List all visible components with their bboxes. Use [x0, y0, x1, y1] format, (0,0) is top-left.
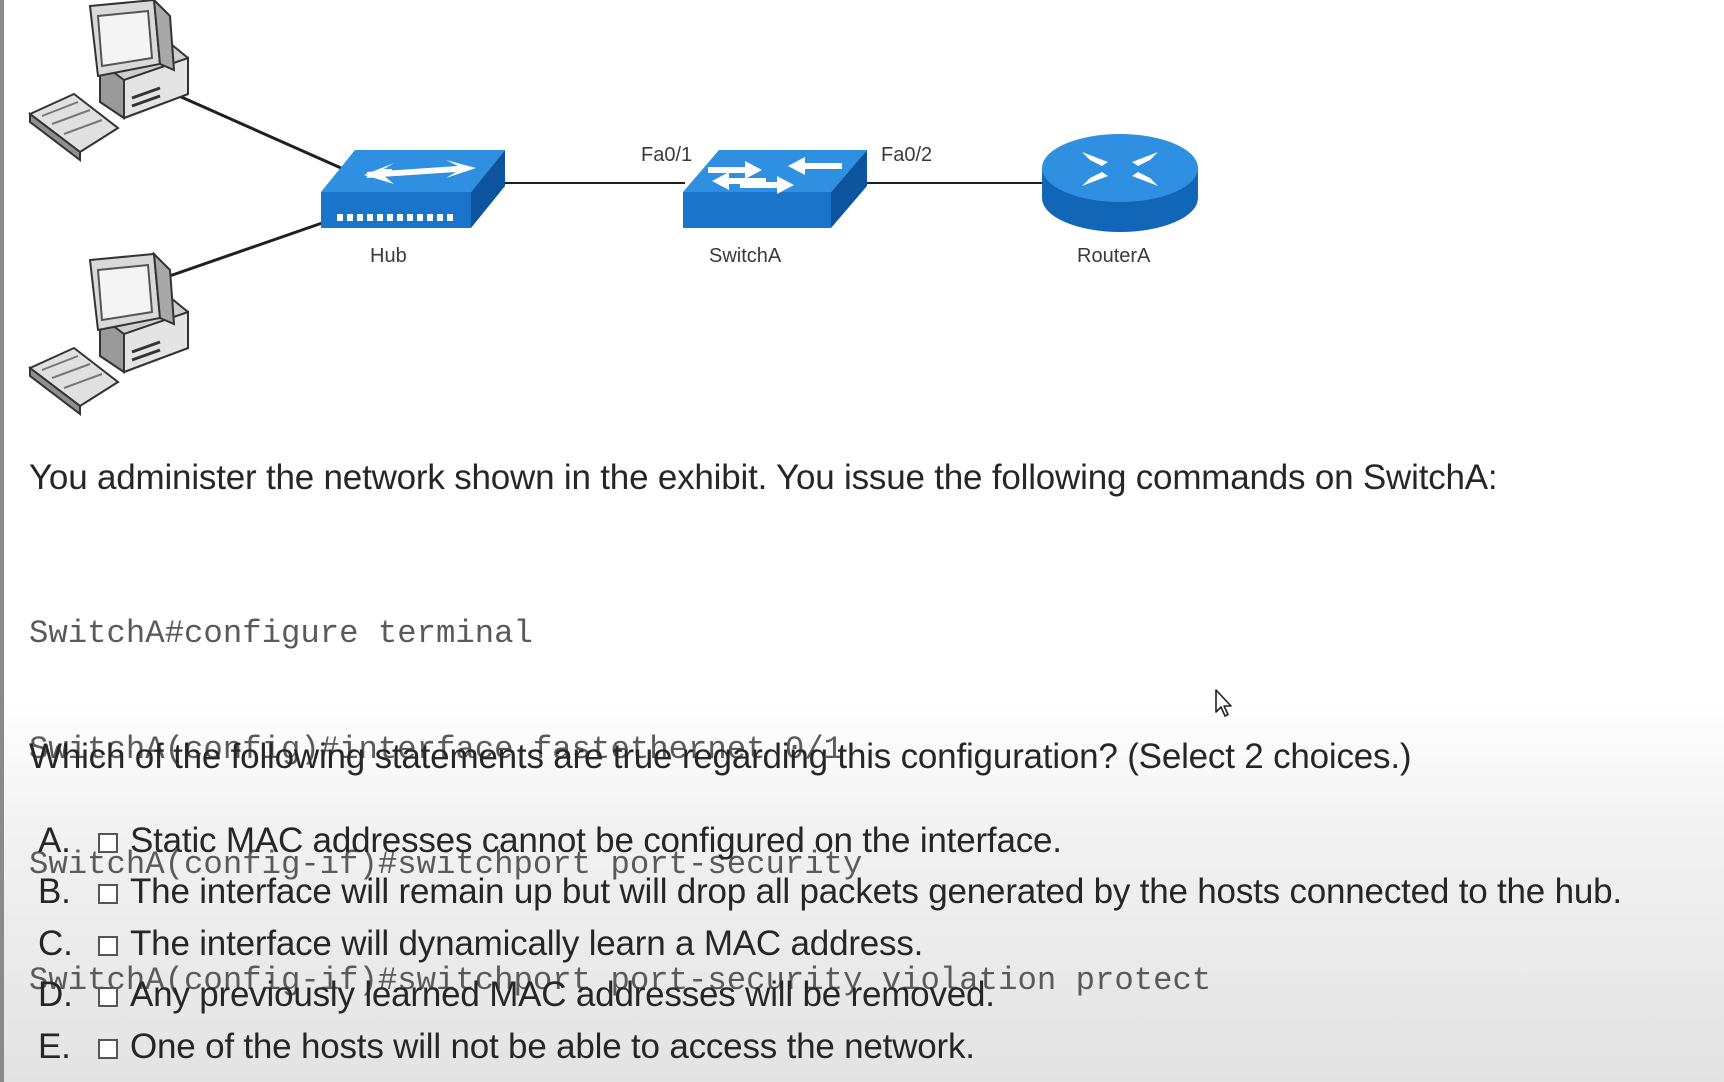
choice-checkbox[interactable]	[98, 832, 118, 853]
router-label: RouterA	[1077, 245, 1151, 267]
switch-label: SwitchA	[709, 245, 782, 267]
port-label-fa0-1: Fa0/1	[641, 144, 692, 166]
choice-a[interactable]: A. Static MAC addresses cannot be config…	[38, 815, 1622, 867]
choice-letter: A.	[38, 820, 71, 860]
choice-checkbox[interactable]	[98, 884, 118, 905]
switch-icon	[683, 150, 867, 228]
answer-choices: A. Static MAC addresses cannot be config…	[38, 815, 1622, 1073]
choice-text: The interface will remain up but will dr…	[130, 872, 1622, 912]
choice-b[interactable]: B. The interface will remain up but will…	[38, 867, 1622, 919]
cli-commands: SwitchA#configure terminal SwitchA(confi…	[29, 538, 1211, 1039]
port-label-fa0-2: Fa0/2	[881, 144, 932, 166]
left-border	[0, 0, 4, 1082]
choice-d[interactable]: D. Any previously learned MAC addresses …	[38, 970, 1622, 1022]
mouse-cursor-icon	[1215, 689, 1232, 717]
choice-text: The interface will dynamically learn a M…	[130, 923, 924, 963]
pc-icon	[28, 0, 189, 163]
choice-text: One of the hosts will not be able to acc…	[130, 1026, 975, 1066]
choice-checkbox[interactable]	[98, 935, 118, 956]
choice-letter: E.	[38, 1026, 71, 1066]
pc-icon	[28, 251, 189, 417]
network-exhibit: Hub SwitchA RouterA Fa0/1 Fa0/2	[28, 0, 1198, 417]
cli-line: SwitchA(config-if)#switchport port-secur…	[29, 961, 1212, 999]
cli-line: SwitchA#configure terminal	[29, 615, 533, 652]
choice-letter: C.	[38, 923, 73, 963]
hub-icon	[321, 150, 505, 228]
choice-checkbox[interactable]	[98, 1038, 118, 1059]
question-prompt: Which of the following statements are tr…	[29, 737, 1412, 776]
choice-checkbox[interactable]	[98, 987, 118, 1008]
hub-label: Hub	[370, 245, 407, 267]
router-icon	[1042, 134, 1198, 232]
cli-line: SwitchA(config)#interface fastethernet 0…	[29, 730, 844, 768]
choice-text: Static MAC addresses cannot be configure…	[130, 820, 1062, 860]
choice-text: Any previously learned MAC addresses wil…	[130, 975, 995, 1015]
question-intro: You administer the network shown in the …	[29, 458, 1498, 497]
link-pc1-hub	[169, 90, 351, 174]
link-pc2-hub	[157, 220, 326, 282]
choice-c[interactable]: C. The interface will dynamically learn …	[38, 918, 1622, 970]
choice-letter: B.	[38, 872, 71, 912]
choice-letter: D.	[38, 975, 73, 1015]
cli-line: SwitchA(config-if)#switchport port-secur…	[29, 846, 863, 883]
choice-e[interactable]: E. One of the hosts will not be able to …	[38, 1021, 1622, 1073]
